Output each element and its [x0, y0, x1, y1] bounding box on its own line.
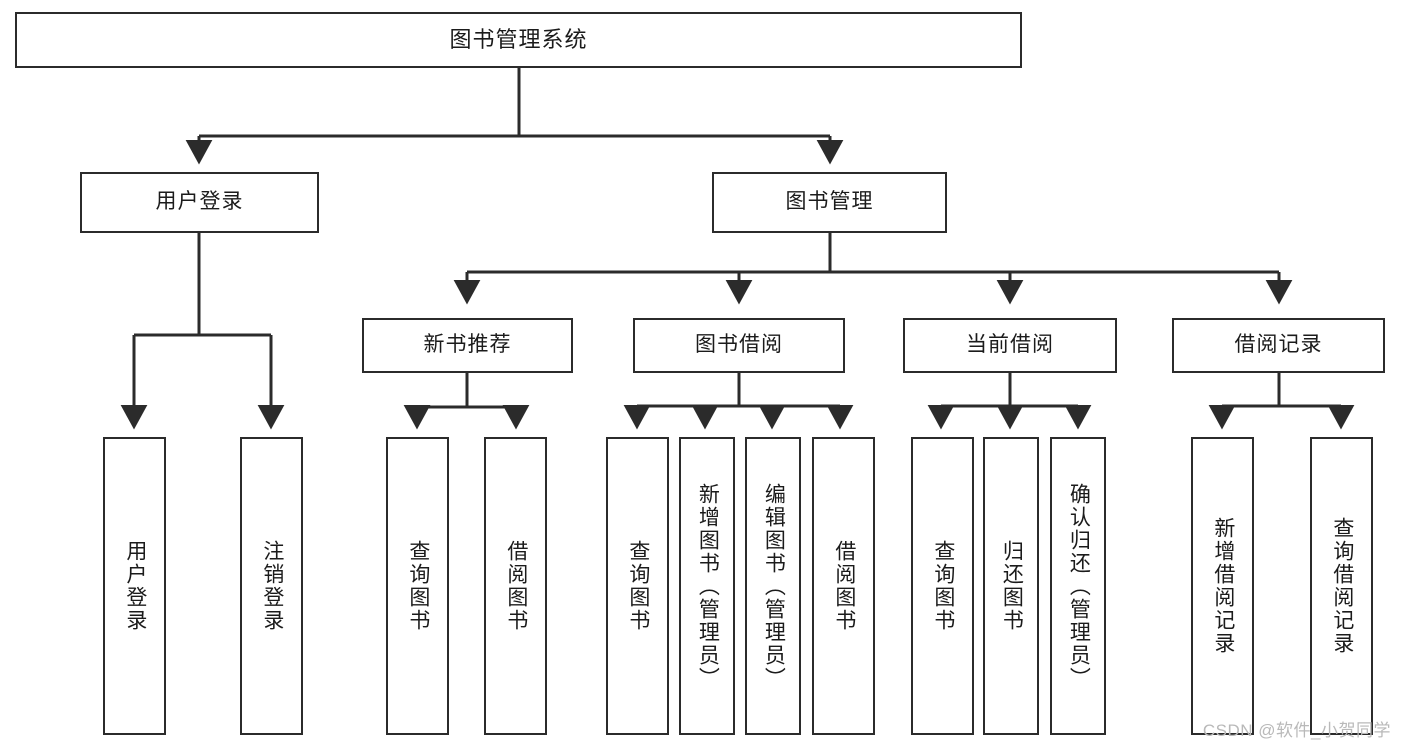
leaf-edit-book-admin[interactable]: 编辑图书（管理员） — [745, 437, 801, 735]
node-borrow-record[interactable]: 借阅记录 — [1172, 318, 1385, 373]
node-label: 注销登录 — [260, 540, 284, 632]
node-root-system[interactable]: 图书管理系统 — [15, 12, 1022, 68]
node-label: 借阅图书 — [832, 540, 856, 632]
leaf-logout[interactable]: 注销登录 — [240, 437, 303, 735]
node-label: 查询图书 — [406, 540, 430, 632]
leaf-borrow-book-recommend[interactable]: 借阅图书 — [484, 437, 547, 735]
node-label: 借阅记录 — [1234, 333, 1323, 357]
node-label: 查询图书 — [626, 540, 650, 632]
leaf-query-book-current[interactable]: 查询图书 — [911, 437, 974, 735]
node-label: 用户登录 — [123, 540, 147, 632]
node-label: 查询借阅记录 — [1330, 517, 1354, 655]
node-label: 确认归还（管理员） — [1067, 482, 1091, 690]
node-label: 编辑图书（管理员） — [762, 482, 786, 690]
node-label: 图书管理 — [785, 190, 874, 214]
node-label: 新增图书（管理员） — [696, 482, 720, 690]
leaf-query-book-recommend[interactable]: 查询图书 — [386, 437, 449, 735]
node-label: 新书推荐 — [423, 333, 512, 357]
leaf-add-book-admin[interactable]: 新增图书（管理员） — [679, 437, 735, 735]
node-book-management[interactable]: 图书管理 — [712, 172, 947, 233]
node-label: 归还图书 — [1000, 540, 1024, 632]
leaf-query-book-borrow[interactable]: 查询图书 — [606, 437, 669, 735]
leaf-borrow-book[interactable]: 借阅图书 — [812, 437, 875, 735]
node-new-book-recommend[interactable]: 新书推荐 — [362, 318, 573, 373]
leaf-confirm-return-admin[interactable]: 确认归还（管理员） — [1050, 437, 1106, 735]
node-label: 当前借阅 — [966, 333, 1054, 357]
node-label: 图书管理系统 — [449, 27, 588, 53]
leaf-user-login[interactable]: 用户登录 — [103, 437, 166, 735]
leaf-add-borrow-record[interactable]: 新增借阅记录 — [1191, 437, 1254, 735]
node-current-borrow[interactable]: 当前借阅 — [903, 318, 1117, 373]
node-label: 图书借阅 — [695, 333, 783, 357]
node-user-login[interactable]: 用户登录 — [80, 172, 319, 233]
node-label: 查询图书 — [931, 540, 955, 632]
node-label: 用户登录 — [155, 190, 244, 214]
watermark: CSDN @软件_小贺同学 — [1202, 721, 1391, 740]
leaf-return-book[interactable]: 归还图书 — [983, 437, 1039, 735]
node-label: 借阅图书 — [504, 540, 528, 632]
node-book-borrow[interactable]: 图书借阅 — [633, 318, 845, 373]
leaf-query-borrow-record[interactable]: 查询借阅记录 — [1310, 437, 1373, 735]
node-label: 新增借阅记录 — [1211, 517, 1235, 655]
